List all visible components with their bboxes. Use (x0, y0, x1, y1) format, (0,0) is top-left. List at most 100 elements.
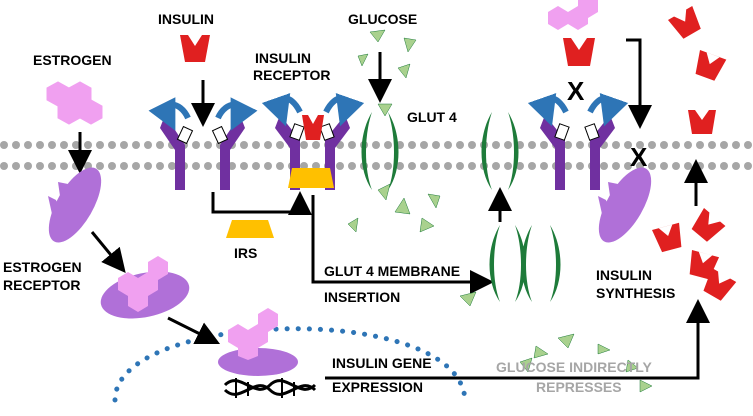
membrane-dot (648, 141, 656, 149)
membrane-dot (612, 162, 620, 170)
membrane-dot (660, 141, 668, 149)
membrane-dot (384, 141, 392, 149)
membrane-dot (432, 162, 440, 170)
membrane-dot (528, 141, 536, 149)
membrane-dot (168, 162, 176, 170)
membrane-dot (300, 141, 308, 149)
label-insulin: INSULIN (158, 11, 214, 27)
membrane-dot (252, 162, 260, 170)
dna-helix (223, 378, 317, 398)
block-mark-synthesis: X (630, 142, 648, 172)
membrane-dot (348, 162, 356, 170)
insulin-receptor-unbound (148, 97, 258, 190)
membrane-dot (708, 162, 716, 170)
membrane-dot (420, 141, 428, 149)
label-glucose-represses-line1: GLUCOSE INDIRECTLY (496, 359, 652, 375)
membrane-dot (528, 162, 536, 170)
membrane-dot (120, 141, 128, 149)
membrane-dot (96, 141, 104, 149)
estrogen-receptor-unbound (48, 167, 102, 243)
membrane-dot (24, 162, 32, 170)
label-estrogen: ESTROGEN (33, 52, 112, 68)
membrane-dot (384, 162, 392, 170)
membrane-dot (336, 162, 344, 170)
membrane-dot (516, 162, 524, 170)
block-mark-receptor: X (567, 76, 585, 106)
membrane-dot (108, 162, 116, 170)
glut4-membrane (361, 112, 519, 190)
membrane-dot (696, 141, 704, 149)
membrane-dot (420, 162, 428, 170)
membrane-dot (276, 141, 284, 149)
hexamer-blocked (548, 0, 598, 30)
membrane-dot (732, 162, 740, 170)
membrane-dot (192, 141, 200, 149)
membrane-dot (396, 162, 404, 170)
membrane-dot (36, 162, 44, 170)
membrane-dot (732, 141, 740, 149)
membrane-dot (240, 162, 248, 170)
membrane-dot (444, 141, 452, 149)
estrogen-receptor-right (598, 167, 652, 243)
arrow-glut4-insertion (311, 195, 494, 294)
insulin-receptor-bound (261, 93, 365, 190)
membrane-dot (744, 162, 752, 170)
membrane-dot (372, 141, 380, 149)
membrane-dot (492, 141, 500, 149)
membrane-dot (408, 141, 416, 149)
membrane-dot (204, 141, 212, 149)
estrogen-receptor-on-dna (218, 308, 298, 376)
label-estrogen-receptor-line2: RECEPTOR (3, 277, 81, 293)
membrane-dot (720, 141, 728, 149)
arrow-insulin-internalization (626, 38, 652, 129)
membrane-dot (540, 141, 548, 149)
arrow-irs-activation (211, 191, 312, 215)
membrane-dot (60, 141, 68, 149)
membrane-dot (60, 162, 68, 170)
label-glut4: GLUT 4 (407, 109, 457, 125)
label-glut4-insertion-line2: INSERTION (324, 289, 400, 305)
membrane-dot (12, 141, 20, 149)
membrane-dot (144, 141, 152, 149)
estrogen-receptor-bound (100, 256, 190, 319)
arrow-gene-to-synthesis (325, 299, 710, 380)
membrane-dot (204, 162, 212, 170)
membrane-dot (540, 162, 548, 170)
label-insulin-synthesis-line1: INSULIN (596, 267, 652, 283)
membrane-dot (348, 141, 356, 149)
membrane-dot (24, 141, 32, 149)
membrane-dot (264, 141, 272, 149)
membrane-dot (636, 141, 644, 149)
membrane-dot (624, 141, 632, 149)
nucleus-boundary (112, 326, 468, 403)
irs-protein-free (226, 220, 274, 238)
membrane-dot (132, 162, 140, 170)
label-insulin-receptor-line2: RECEPTOR (253, 67, 331, 83)
membrane-dot (648, 162, 656, 170)
membrane-dot (372, 162, 380, 170)
label-insulin-synthesis-line2: SYNTHESIS (596, 285, 675, 301)
membrane-dot (504, 141, 512, 149)
label-insulin-gene-line1: INSULIN GENE (332, 355, 432, 371)
membrane-dot (708, 141, 716, 149)
membrane-dot (240, 141, 248, 149)
membrane-dot (576, 162, 584, 170)
membrane-dot (468, 162, 476, 170)
membrane-dot (192, 162, 200, 170)
irs-protein-bound (288, 168, 334, 188)
label-glucose: GLUCOSE (348, 11, 417, 27)
insulin-blocked (563, 38, 595, 66)
membrane-dot (432, 141, 440, 149)
membrane-dot (624, 162, 632, 170)
insulin-receptor-blocked (527, 93, 629, 190)
estrogen-molecule (46, 81, 103, 125)
membrane-dot (0, 162, 8, 170)
membrane-dot (48, 141, 56, 149)
membrane-dot (408, 162, 416, 170)
membrane-dot (120, 162, 128, 170)
membrane-dot (504, 162, 512, 170)
membrane-dot (444, 162, 452, 170)
membrane-dot (456, 162, 464, 170)
membrane-dot (12, 162, 20, 170)
membrane-dot (156, 162, 164, 170)
